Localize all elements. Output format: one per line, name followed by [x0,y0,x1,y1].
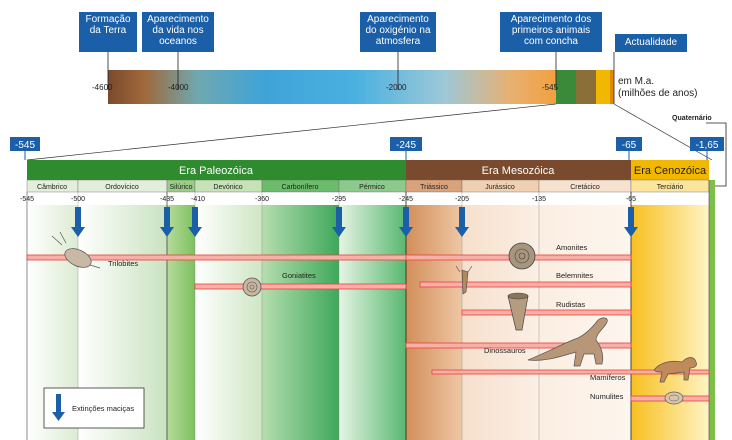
trilobite-illustration [51,231,101,269]
extinction-arrow-245 [399,207,413,237]
callout-primeiros-animais: Aparecimento dos primeiros animais com c… [500,12,602,52]
top-timeline-bar [108,70,556,104]
quaternario-label: Quaternário [672,115,712,122]
legend: Extinções maciças [43,387,145,429]
callout-aparecimento-da-vida: Aparecimento da vida nos oceanos [142,12,214,52]
label-numulites: Numulites [590,392,624,401]
extinction-arrow-65 [624,207,638,237]
box-545 [10,137,40,151]
period-triassico: Triássico [420,184,448,191]
box-65-label: -65 [622,140,637,151]
tick-295: -295 [332,196,346,203]
goniatite-illustration [242,277,262,297]
quaternario-bracket [706,122,727,187]
tick-245: -245 [399,196,413,203]
box-545-label: -545 [15,140,35,151]
unit-label-line1: em M.a. [618,76,654,87]
extinction-arrow-435 [160,207,174,237]
mammal-illustration [653,357,697,383]
box-245-label: -245 [396,140,416,151]
period-jurassico: Jurássico [485,184,515,191]
belemnite-illustration [455,265,473,295]
period-ordovicico: Ordovícico [105,184,139,191]
box-245 [390,137,422,151]
period-silurico: Silúrico [170,184,193,191]
top-timeline: -4600 -4000 -2000 -545 em M.a. (milhões … [92,52,697,104]
callout-aparecimento-do-oxigenio: Aparecimento do oxigénio na atmosfera [360,12,436,52]
era-bar-cenozoica [631,160,709,180]
period-cretacico: Cretácico [570,184,600,191]
tick-135: -135 [532,196,546,203]
label-goniatites: Goniatites [282,271,316,280]
period-carbonifero: Carbonífero [282,184,319,191]
box-65 [616,137,642,151]
era-bar-paleozoica [27,160,406,180]
numulite-illustration [664,391,684,405]
bar-mamiferos [431,369,710,375]
extinction-arrows [71,207,638,237]
label-mamiferos: Mamíferos [590,373,626,382]
top-tick-4600: -4600 [92,83,113,92]
extinction-arrow-500 [71,207,85,237]
callout-formacao-da-terra: Formação da Terra [79,12,137,52]
tick-205: -205 [455,196,469,203]
period-permico: Pérmico [359,184,385,191]
top-timeline-ceno-segment [596,70,610,104]
label-amonites: Amonites [556,243,588,252]
box-165 [690,137,724,151]
era-label-paleozoica: Era Paleozóica [179,165,254,177]
tick-360: -360 [255,196,269,203]
extinction-arrow-205 [455,207,469,237]
era-label-cenozoica: Era Cenozóica [634,165,707,177]
top-timeline-meso-segment [576,70,596,104]
period-columns [26,180,715,440]
top-timeline-now-segment [610,70,614,104]
box-165-label: -1,65 [696,140,719,151]
period-cambrico: Câmbrico [37,184,67,191]
rudist-illustration [507,292,529,331]
bar-belemnites [419,281,632,288]
era-label-mesozoica: Era Mesozóica [482,165,556,177]
period-header-row: Câmbrico Ordovícico Silúrico Devónico Ca… [26,179,710,193]
label-dinossauros: Dinossauros [484,346,526,355]
era-bar-mesozoica [406,160,631,180]
bar-dinossauros [405,342,632,349]
tick-500: -500 [71,196,85,203]
tick-410: -410 [191,196,205,203]
label-rudistas: Rudistas [556,300,585,309]
ammonite-illustration [508,242,536,270]
period-terciario: Terciário [657,184,684,191]
unit-label-line2: (milhões de anos) [618,88,697,99]
tick-435: -435 [160,196,174,203]
extinction-arrow-410 [188,207,202,237]
legend-arrow-icon [52,394,65,421]
dinosaur-illustration [527,317,608,367]
legend-label: Extinções maciças [72,404,134,413]
bar-goniatites [194,283,407,290]
period-devonico: Devónico [213,184,242,191]
extinction-arrow-295 [332,207,346,237]
tick-65: -65 [626,196,636,203]
label-trilobites: Trilobites [108,259,138,268]
zoom-line-left [26,103,557,161]
tick-545: -545 [20,196,34,203]
top-tick-2000: -2000 [386,83,407,92]
top-tick-545: -545 [542,83,559,92]
callout-actualidade: Actualidade [615,34,687,52]
bar-rudistas [461,309,632,316]
top-tick-4000: -4000 [168,83,189,92]
label-belemnites: Belemnites [556,271,593,280]
